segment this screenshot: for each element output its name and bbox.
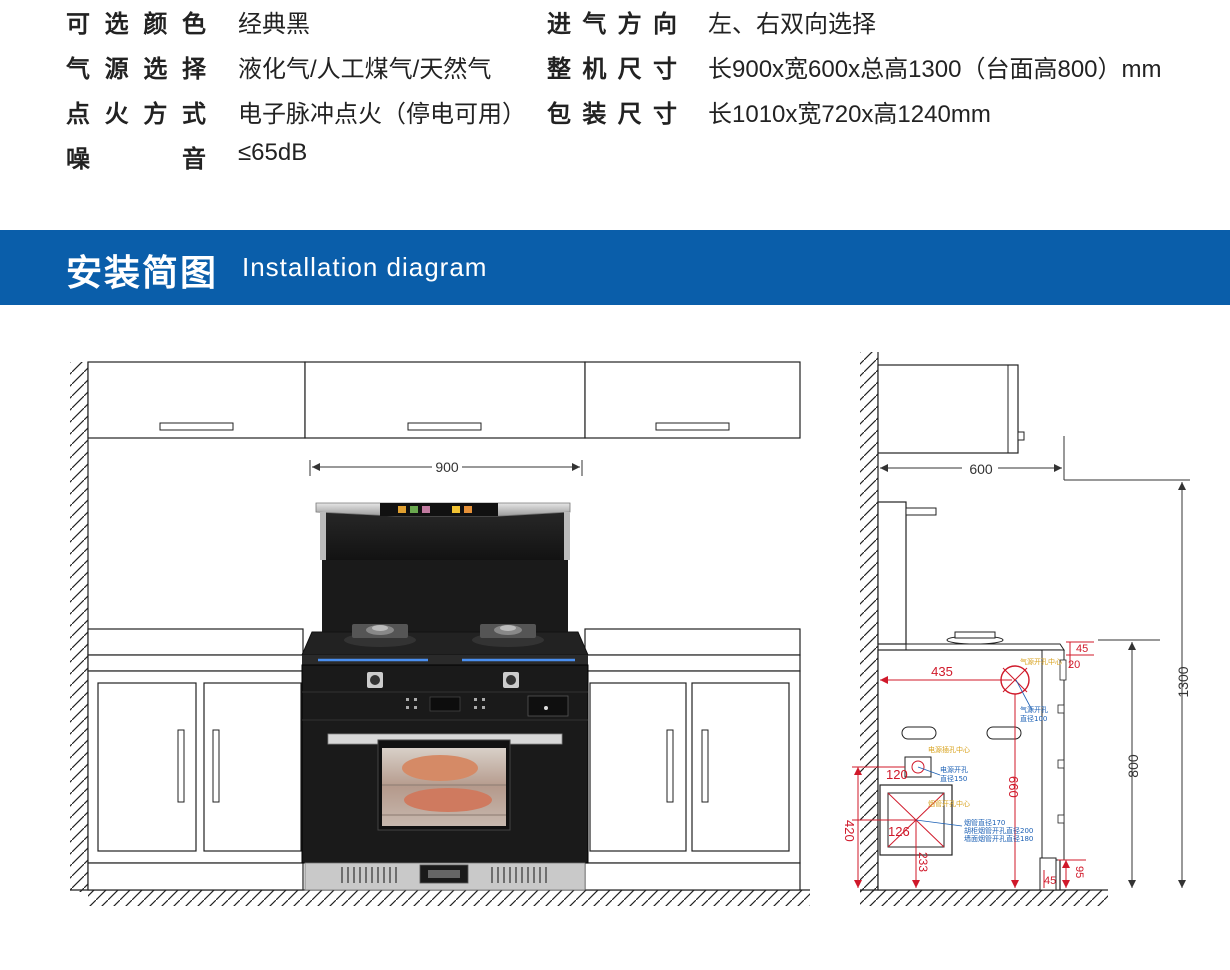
side-floor-hatch [860, 890, 1108, 906]
svg-text:45: 45 [1076, 643, 1088, 655]
front-wall-hatch [70, 362, 88, 892]
svg-text:气源开孔: 气源开孔 [1020, 705, 1048, 714]
spec-value-color: 经典黑 [238, 11, 310, 38]
svg-text:胡柜烟管开孔直径200: 胡柜烟管开孔直径200 [964, 826, 1033, 835]
spec-value-intake: 左、右双向选择 [708, 11, 876, 38]
svg-text:233: 233 [916, 852, 930, 872]
burner-left [344, 624, 416, 647]
svg-text:45: 45 [1044, 875, 1056, 887]
svg-text:烟管开孔中心: 烟管开孔中心 [928, 799, 970, 808]
total-height-label: 1300 [1175, 666, 1191, 697]
svg-text:烟管直径170: 烟管直径170 [964, 818, 1005, 827]
side-view: 600 气源开孔 直径100 气源开孔中心 435 [842, 352, 1191, 906]
banner-subtitle: Installation diagram [242, 252, 488, 282]
range-hood [315, 502, 571, 632]
svg-text:气源开孔中心: 气源开孔中心 [1020, 657, 1062, 666]
front-width-label: 900 [435, 459, 459, 475]
svg-text:120: 120 [886, 767, 908, 782]
spec-label-package: 包装尺寸 [547, 101, 677, 128]
spec-label-size: 整机尺寸 [547, 56, 677, 83]
svg-text:420: 420 [842, 820, 857, 842]
svg-text:435: 435 [931, 664, 953, 679]
spec-value-size: 长900x宽600x总高1300（台面高800）mm [708, 56, 1162, 83]
integrated-stove [301, 624, 589, 891]
svg-text:660: 660 [1006, 776, 1021, 798]
svg-text:电源插孔中心: 电源插孔中心 [928, 745, 970, 754]
front-view: 900 [70, 361, 810, 906]
countertop-left [87, 628, 304, 656]
side-wall-hatch [860, 352, 878, 892]
side-upper-cabinet [877, 364, 1019, 454]
spec-label-ignition: 点火方式 [66, 101, 206, 128]
cabinet-door-2 [203, 682, 302, 852]
svg-text:20: 20 [1068, 659, 1080, 671]
spec-table: 可选颜色 经典黑 气源选择 液化气/人工煤气/天然气 点火方式 电子脉冲点火（停… [0, 0, 1230, 200]
counter-height-label: 800 [1125, 754, 1141, 778]
svg-text:电源开孔: 电源开孔 [940, 765, 968, 774]
svg-text:直径100: 直径100 [1020, 714, 1047, 723]
spec-value-package: 长1010x宽720x高1240mm [708, 101, 991, 128]
countertop-right [584, 628, 801, 656]
spec-label-intake: 进气方向 [547, 11, 677, 38]
spec-value-ignition: 电子脉冲点火（停电可用） [238, 101, 526, 128]
spec-value-noise: ≤65dB [238, 139, 308, 166]
svg-text:95: 95 [1073, 866, 1085, 878]
front-floor-hatch [88, 890, 810, 906]
side-depth-label: 600 [969, 461, 993, 477]
spec-label-color: 可选颜色 [66, 11, 206, 38]
svg-text:126: 126 [888, 824, 910, 839]
banner-title: 安装简图 [66, 252, 219, 293]
burner-right [472, 624, 544, 647]
spec-label-noise: 噪音 [66, 146, 206, 173]
svg-text:直径150: 直径150 [940, 774, 967, 783]
spec-value-gas: 液化气/人工煤气/天然气 [238, 56, 492, 83]
section-banner: 安装简图 Installation diagram [0, 230, 1230, 305]
svg-text:墙面烟管开孔直径180: 墙面烟管开孔直径180 [964, 834, 1033, 843]
spec-label-gas: 气源选择 [66, 56, 206, 83]
